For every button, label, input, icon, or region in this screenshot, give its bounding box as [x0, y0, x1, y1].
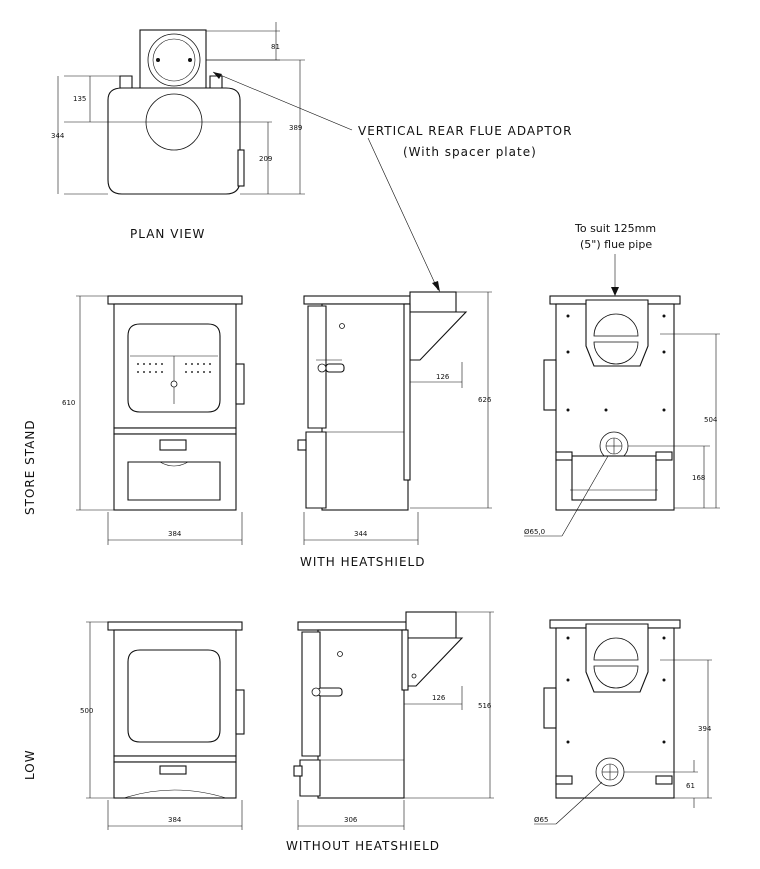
- plan-view: 81 135 344 389 209 PLAN VIEW: [51, 22, 305, 241]
- dim-low-rear-394: 394: [698, 725, 712, 733]
- adaptor-sublabel: (With spacer plate): [403, 145, 537, 159]
- low-front-view: 500 384: [80, 621, 245, 830]
- low-side-view: 126 516 306 WITHOUT HEATSHIELD: [286, 611, 494, 853]
- dim-plan-389: 389: [289, 124, 302, 132]
- with-heatshield-label: WITH HEATSHIELD: [300, 555, 425, 569]
- dim-plan-344: 344: [51, 132, 65, 140]
- flue-pipe-note: To suit 125mm (5") flue pipe: [574, 222, 656, 296]
- dim-ss-front-height: 610: [62, 399, 75, 407]
- plan-view-label: PLAN VIEW: [130, 227, 205, 241]
- dim-low-side-height: 516: [478, 702, 492, 710]
- adaptor-label: VERTICAL REAR FLUE ADAPTOR: [358, 124, 572, 138]
- flue-note-line-1: To suit 125mm: [574, 222, 656, 235]
- low-flue-adaptor-side: [405, 637, 464, 687]
- store-stand-front-view: 610 384: [62, 295, 245, 545]
- low-stove-door: [127, 649, 221, 743]
- store-drawer: [127, 461, 221, 501]
- low-label: LOW: [23, 749, 37, 780]
- dim-low-side-depth: 306: [344, 816, 358, 824]
- dim-low-side-flue: 126: [432, 694, 446, 702]
- dim-low-front-height: 500: [80, 707, 93, 715]
- dim-low-rear-61: 61: [686, 782, 695, 790]
- dim-plan-135: 135: [73, 95, 86, 103]
- dim-ss-side-depth: 344: [354, 530, 368, 538]
- adaptor-callout: VERTICAL REAR FLUE ADAPTOR (With spacer …: [212, 71, 572, 292]
- dim-plan-81: 81: [271, 43, 280, 51]
- dim-plan-209: 209: [259, 155, 272, 163]
- store-stand-label: STORE STAND: [23, 419, 37, 515]
- flue-outlet-circle: [147, 33, 201, 87]
- dim-ss-rear-504: 504: [704, 416, 718, 424]
- dim-ss-front-width: 384: [168, 530, 182, 538]
- flue-adaptor-side: [409, 311, 468, 361]
- store-stand-side-view: 126 626 344 WITH HEATSHIELD: [297, 291, 492, 569]
- without-heatshield-label: WITHOUT HEATSHIELD: [286, 839, 440, 853]
- flue-note-line-2: (5") flue pipe: [580, 238, 652, 251]
- store-stand-rear-view: 504 168 Ø65,0: [524, 295, 720, 537]
- dim-ss-side-height: 626: [478, 396, 492, 404]
- dim-low-front-width: 384: [168, 816, 182, 824]
- low-rear-view: 394 61 Ø65: [534, 619, 712, 825]
- dim-ss-rear-diameter: Ø65,0: [524, 528, 545, 536]
- dim-low-rear-diameter: Ø65: [534, 816, 548, 824]
- dim-ss-side-flue: 126: [436, 373, 450, 381]
- dim-ss-rear-168: 168: [692, 474, 705, 482]
